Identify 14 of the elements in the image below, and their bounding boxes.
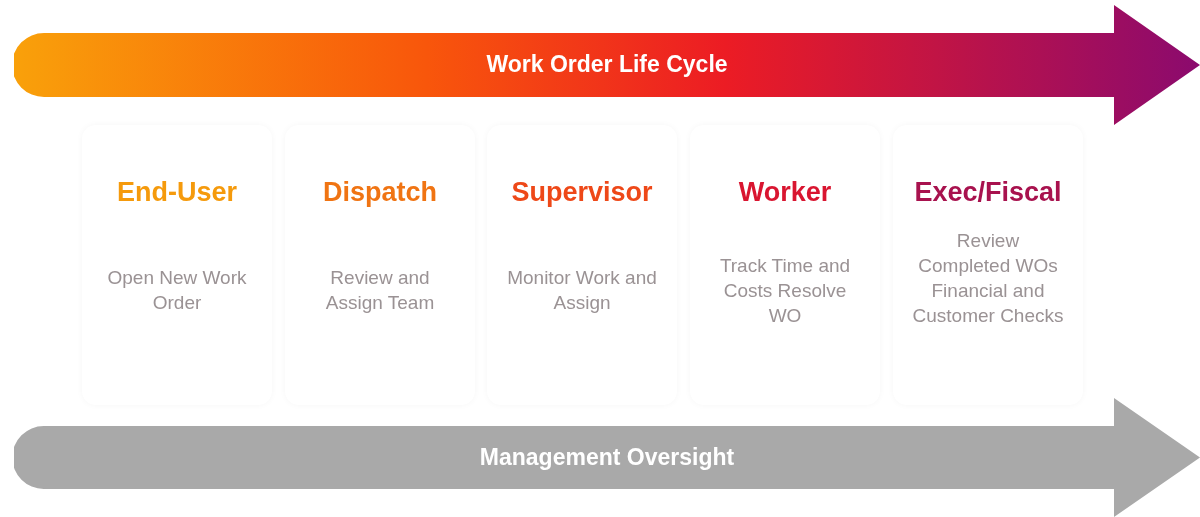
role-description: Review Completed WOs Financial and Customer Checks bbox=[911, 229, 1065, 328]
role-description: Monitor Work and Assign bbox=[506, 266, 658, 315]
role-heading: Supervisor bbox=[510, 177, 654, 208]
role-description: Open New Work Order bbox=[106, 266, 248, 315]
role-heading: Worker bbox=[737, 177, 833, 208]
role-heading: End-User bbox=[116, 177, 238, 208]
banner-title: Work Order Life Cycle bbox=[485, 51, 729, 78]
role-heading: Dispatch bbox=[322, 177, 438, 208]
role-description: Review and Assign Team bbox=[324, 266, 436, 315]
banner-arrow bbox=[14, 5, 1200, 125]
role-heading: Exec/Fiscal bbox=[913, 177, 1063, 208]
banner-arrow bbox=[14, 398, 1200, 517]
banner-title: Management Oversight bbox=[478, 443, 736, 471]
role-description: Track Time and Costs Resolve WO bbox=[718, 254, 852, 328]
